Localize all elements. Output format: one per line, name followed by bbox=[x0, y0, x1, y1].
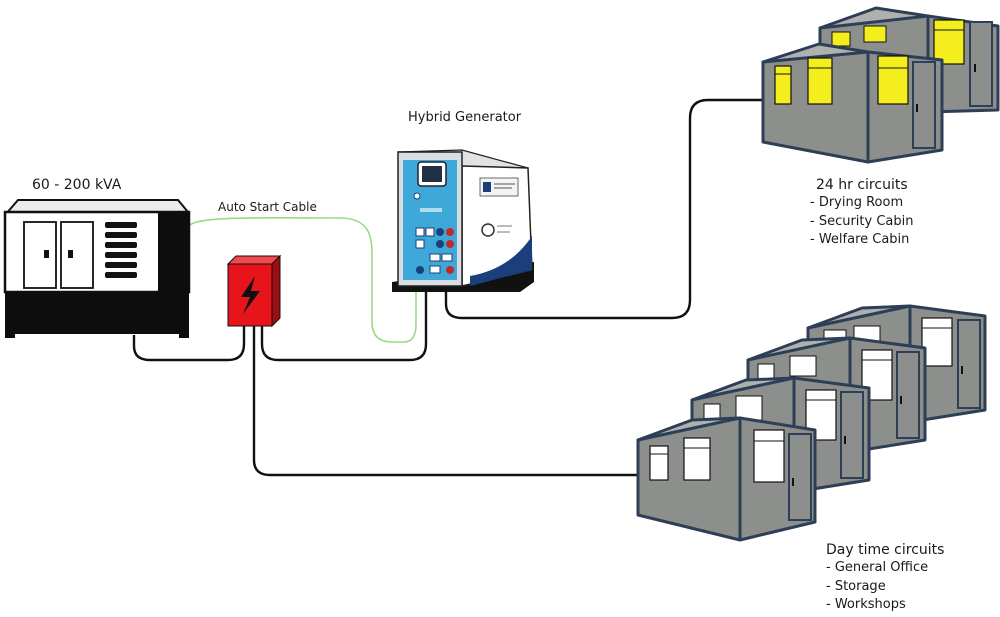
window bbox=[753, 429, 785, 483]
generator-vent-grille bbox=[105, 222, 137, 278]
cable-box-to-daytime-cabins bbox=[252, 325, 640, 477]
lightning-icon bbox=[241, 276, 260, 314]
generator-base bbox=[5, 292, 189, 334]
window bbox=[683, 437, 711, 481]
cabin-24hr-front bbox=[761, 42, 944, 164]
diesel-generator bbox=[3, 199, 191, 338]
circuit-item: - Drying Room bbox=[810, 195, 904, 210]
hybrid-generator-label: Hybrid Generator bbox=[408, 110, 522, 125]
cable-hybrid-to-24hr-cabins bbox=[444, 98, 766, 320]
diesel-generator-rating-label: 60 - 200 kVA bbox=[32, 177, 122, 193]
hybrid-generator bbox=[392, 149, 534, 292]
hybrid-base-stripe bbox=[470, 236, 532, 286]
lit-window bbox=[807, 57, 833, 105]
circuit-item: - Security Cabin bbox=[810, 213, 914, 229]
cabin-daytime-1 bbox=[636, 416, 817, 542]
circuits-daytime-title: Day time circuits bbox=[826, 542, 945, 558]
circuit-item: - General Office bbox=[826, 560, 929, 575]
lit-window bbox=[877, 55, 909, 105]
cables bbox=[132, 98, 766, 477]
cabin-door bbox=[912, 61, 936, 149]
circuits-24hr-list: - Drying Room - Security Cabin - Welfare… bbox=[810, 194, 914, 250]
auto-start-cable-line bbox=[189, 217, 417, 343]
circuits-24hr-title: 24 hr circuits bbox=[816, 177, 908, 193]
distribution-box bbox=[226, 254, 282, 328]
auto-start-cable-label: Auto Start Cable bbox=[218, 200, 317, 214]
cable-generator-to-box bbox=[132, 325, 246, 362]
cable-box-to-hybrid bbox=[260, 292, 428, 362]
circuit-item: - Storage bbox=[826, 578, 886, 594]
window bbox=[649, 445, 669, 481]
circuit-item: - Workshops bbox=[826, 597, 906, 612]
cabin-door bbox=[788, 433, 812, 521]
lit-window bbox=[774, 65, 792, 105]
circuits-daytime-list: - General Office - Storage - Workshops bbox=[826, 559, 928, 615]
circuit-item: - Welfare Cabin bbox=[810, 232, 910, 247]
